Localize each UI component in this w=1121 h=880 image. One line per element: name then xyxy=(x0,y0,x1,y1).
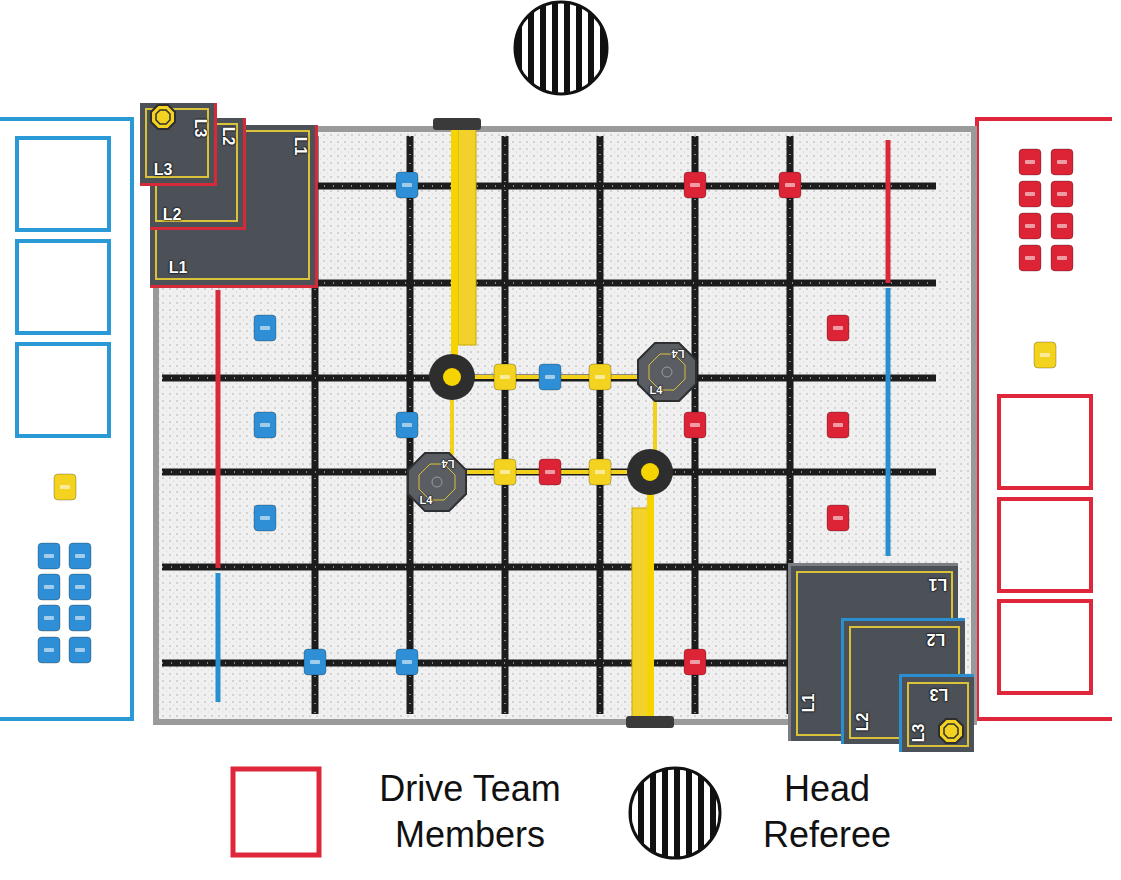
goal-icon xyxy=(938,718,964,744)
goal-level-plate: L3L3 xyxy=(899,674,974,752)
legend-text: Head Referee xyxy=(737,766,917,858)
referee-swatch xyxy=(626,764,724,862)
drive-team-swatch xyxy=(228,764,324,860)
level-label: L2 xyxy=(163,206,182,224)
goal-level-plate: L1L1L2L2L3L3 xyxy=(150,125,318,288)
red-station xyxy=(977,119,1112,719)
octagon-outline xyxy=(637,342,697,402)
level-label: L1 xyxy=(800,694,818,713)
level-four-post: L4L4 xyxy=(637,342,697,402)
level-label: L2 xyxy=(927,630,946,648)
level-label: L4 xyxy=(672,348,685,360)
level-label: L1 xyxy=(929,575,948,593)
goal-icon xyxy=(150,104,176,130)
level-label: L3 xyxy=(154,161,173,179)
level-label: L3 xyxy=(930,685,949,703)
level-label: L3 xyxy=(191,119,209,138)
level-label: L2 xyxy=(854,713,872,732)
center-structure xyxy=(429,118,674,728)
goal-level-plate: L1L1L2L2L3L3 xyxy=(788,563,958,741)
level-label: L2 xyxy=(219,127,237,146)
level-four-post: L4L4 xyxy=(407,452,467,512)
goal-level-plate: L3L3 xyxy=(140,103,217,186)
goal-level-plate: L2L2L3L3 xyxy=(150,118,246,230)
level-label: L1 xyxy=(169,259,188,277)
legend-text: Drive Team Members xyxy=(340,766,600,858)
blue-station xyxy=(0,119,132,719)
level-label: L1 xyxy=(291,137,309,156)
level-label: L4 xyxy=(420,494,433,506)
level-label: L4 xyxy=(442,458,455,470)
level-label: L4 xyxy=(650,384,663,396)
goal-level-plate: L2L2L3L3 xyxy=(841,618,965,744)
head-referee-symbol xyxy=(515,2,607,94)
octagon-outline xyxy=(407,452,467,512)
level-label: L3 xyxy=(910,724,928,743)
